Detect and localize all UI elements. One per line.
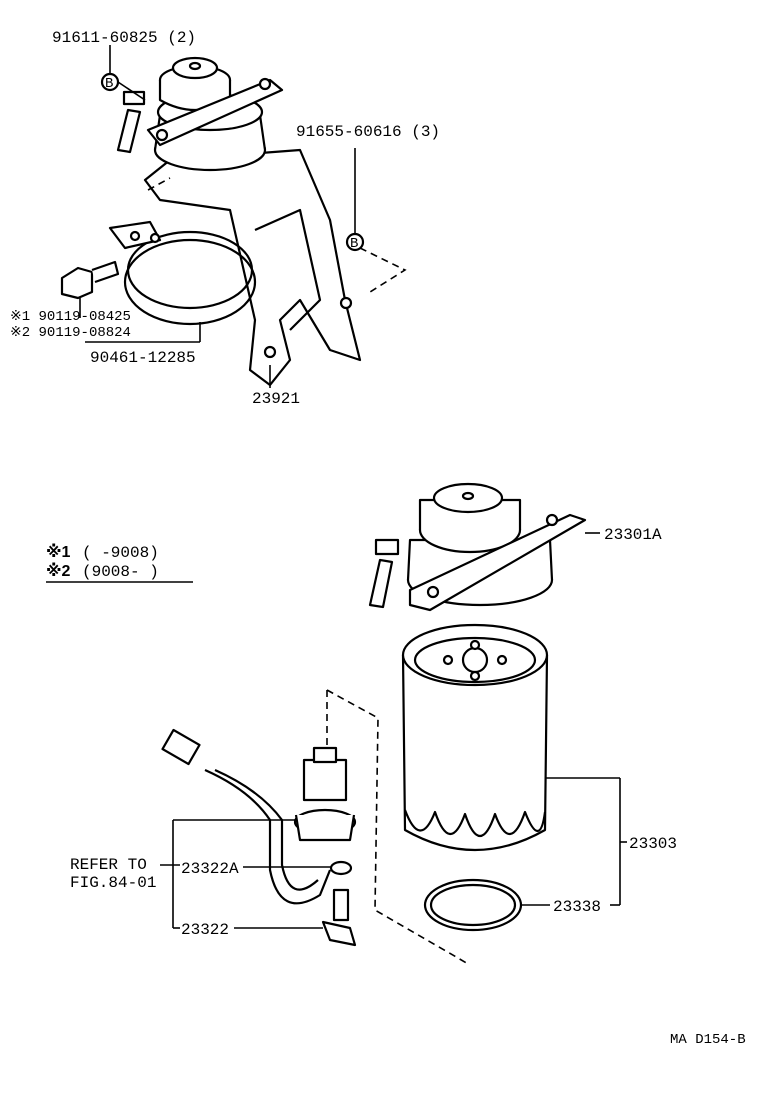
label-90119-08425: ※1 90119-08425 <box>10 309 131 325</box>
note-2-mark: ※2 <box>46 562 71 580</box>
marker-b-circle-2 <box>345 232 365 252</box>
label-90461-12285: 90461-12285 <box>90 349 196 367</box>
upper-leaders: B B <box>85 45 365 388</box>
marker-b-label-2: B <box>350 236 358 252</box>
note-1-mark: ※1 <box>46 543 71 561</box>
bolt-90119 <box>60 260 120 318</box>
refer-to-label: REFER TO <box>70 856 147 874</box>
label-23921: 23921 <box>252 390 300 408</box>
label-23303: 23303 <box>629 835 677 853</box>
figure-code: MA D154-B <box>670 1032 746 1048</box>
label-90119-08824: ※2 90119-08824 <box>10 325 131 341</box>
lower-leaders <box>160 532 627 929</box>
figure-ref-label: FIG.84-01 <box>70 874 156 892</box>
filter-head-upper <box>116 56 407 387</box>
o-ring-23338 <box>423 878 523 932</box>
label-91655-60616: 91655-60616 (3) <box>296 123 440 141</box>
label-23322: 23322 <box>181 921 229 939</box>
sensor-23322 <box>161 728 357 947</box>
label-23301a: 23301A <box>604 526 662 544</box>
filter-head-23301a <box>368 482 587 612</box>
filter-element-23303 <box>401 623 549 851</box>
label-91611-60825: 91611-60825 (2) <box>52 29 196 47</box>
lower-dash-guides <box>326 689 471 966</box>
label-23322a: 23322A <box>181 860 239 878</box>
mounting-band <box>108 220 257 326</box>
marker-b-label: B <box>105 76 113 92</box>
note-1-range: ( -9008) <box>82 544 159 562</box>
label-23338: 23338 <box>553 898 601 916</box>
note-2-range: (9008- ) <box>82 563 159 581</box>
